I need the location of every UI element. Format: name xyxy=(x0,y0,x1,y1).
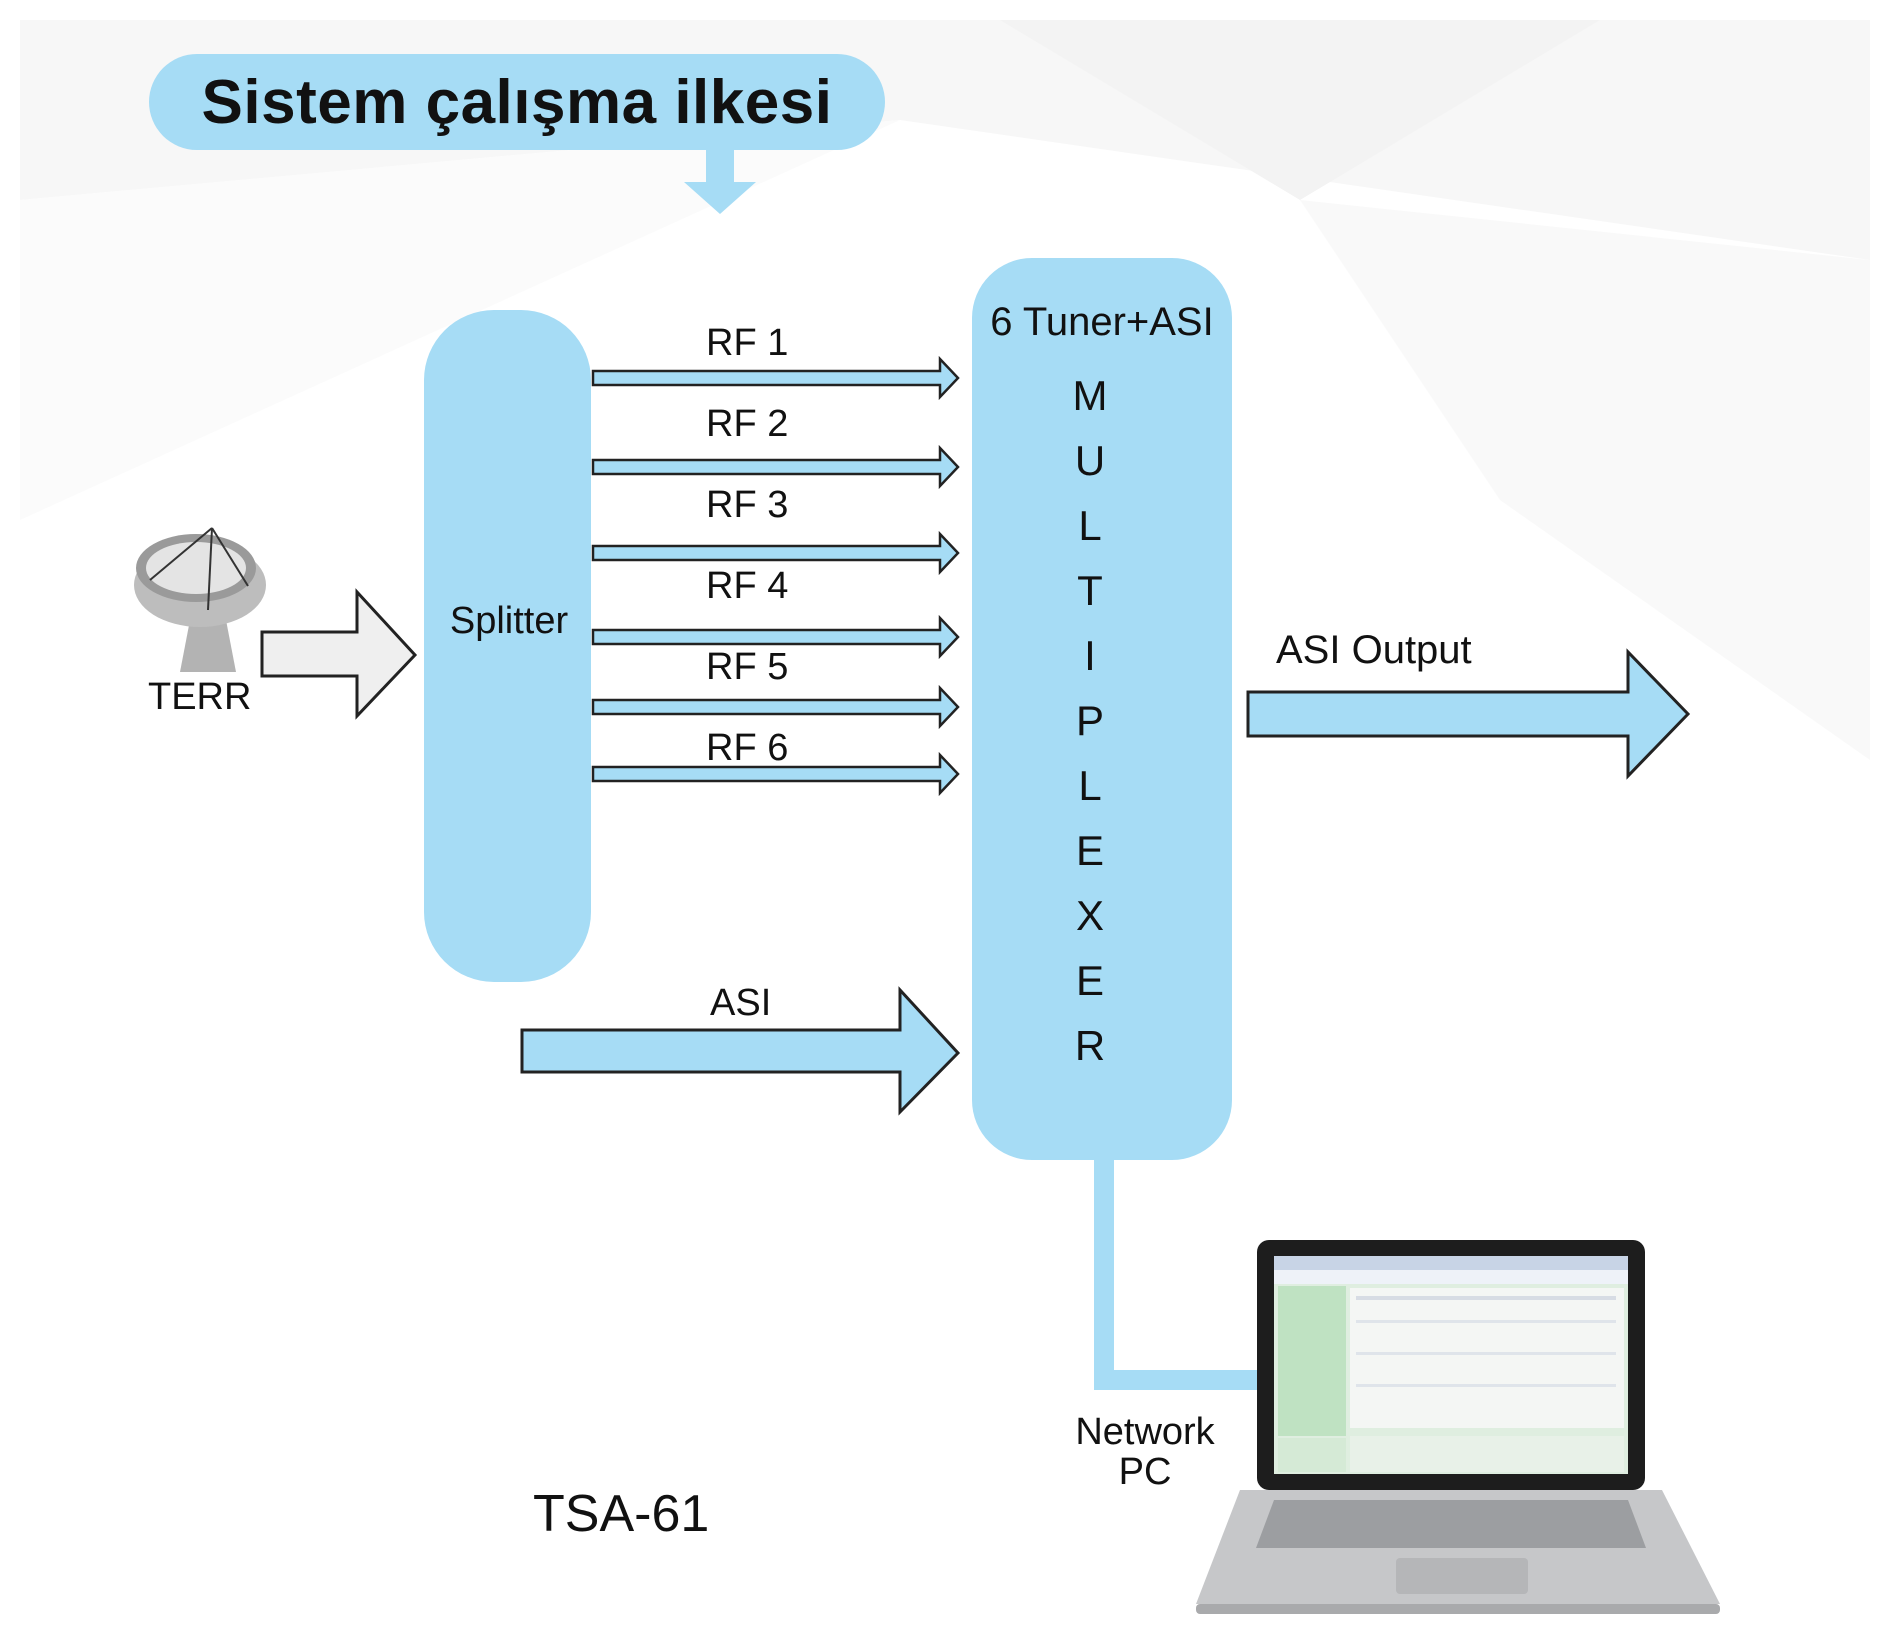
splitter-label: Splitter xyxy=(449,600,569,642)
page-title: Sistem çalışma ilkesi xyxy=(201,67,833,137)
rf-label-5: RF 5 xyxy=(706,646,789,688)
asi-input-label: ASI xyxy=(710,982,772,1024)
rf-label-6: RF 6 xyxy=(706,727,789,769)
multiplexer-letter: T xyxy=(1077,567,1103,614)
asi-input-arrow xyxy=(520,986,961,1116)
rf-label-1: RF 1 xyxy=(706,322,789,364)
source-label: TERR xyxy=(148,676,252,718)
network-connector xyxy=(1094,1158,1262,1390)
rf-arrow-2 xyxy=(591,444,960,490)
rf-arrow-6 xyxy=(591,751,960,797)
multiplexer-block xyxy=(972,258,1232,1160)
rf-arrow-4 xyxy=(591,614,960,660)
multiplexer-letter: L xyxy=(1078,762,1102,809)
rf-arrow-1 xyxy=(591,355,960,401)
multiplexer-letter: I xyxy=(1084,632,1096,679)
rf-label-2: RF 2 xyxy=(706,403,789,445)
multiplexer-letter: L xyxy=(1078,502,1102,549)
multiplexer-header: 6 Tuner+ASI xyxy=(990,300,1214,344)
multiplexer-letter: M xyxy=(1072,372,1108,419)
laptop-icon xyxy=(1196,1240,1720,1614)
input-arrow xyxy=(260,588,418,720)
asi-output-arrow xyxy=(1246,648,1691,780)
multiplexer-letter: P xyxy=(1075,697,1104,744)
network-pc-label: Network PC xyxy=(1075,1411,1215,1493)
multiplexer-letter: U xyxy=(1074,437,1106,484)
rf-arrow-3 xyxy=(591,530,960,576)
title-pointer-icon xyxy=(684,148,756,214)
multiplexer-letter: E xyxy=(1075,957,1104,1004)
multiplexer-letter: R xyxy=(1074,1022,1106,1069)
title-banner: Sistem çalışma ilkesi xyxy=(149,54,885,150)
splitter-block xyxy=(424,310,591,982)
rf-label-3: RF 3 xyxy=(706,484,789,526)
multiplexer-letter: X xyxy=(1075,892,1104,939)
product-label: TSA-61 xyxy=(533,1485,710,1543)
rf-label-4: RF 4 xyxy=(706,565,789,607)
rf-arrow-5 xyxy=(591,684,960,730)
rf-arrows xyxy=(591,355,960,797)
satellite-dish-icon xyxy=(134,527,266,672)
output-label: ASI Output xyxy=(1276,628,1472,672)
multiplexer-letter: E xyxy=(1075,827,1104,874)
